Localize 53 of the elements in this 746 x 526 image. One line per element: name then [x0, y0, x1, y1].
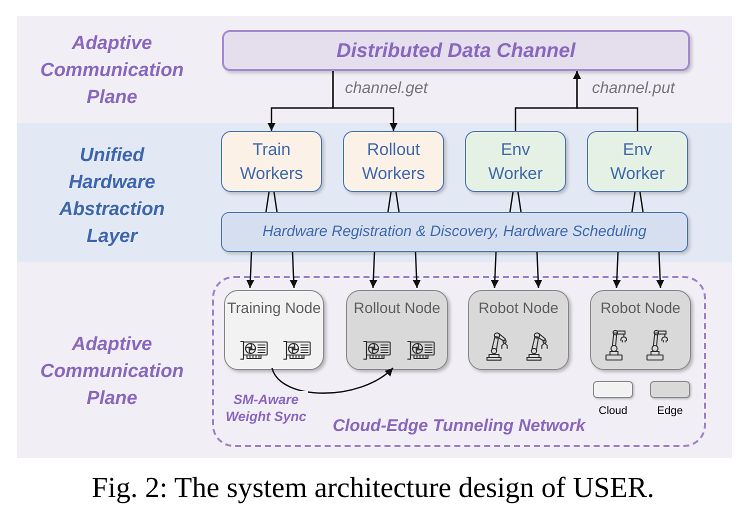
hardware-layer-bar — [221, 212, 688, 252]
worker-label: Env Worker — [488, 138, 543, 184]
arrow — [656, 252, 664, 288]
layer-label: Adaptive Communication Plane — [40, 332, 184, 410]
arrow — [369, 252, 378, 288]
connector-line — [517, 192, 522, 212]
arrow — [490, 252, 499, 288]
worker-label: Env Worker — [610, 138, 665, 184]
layer-band — [17, 262, 732, 458]
layer-label: Adaptive Communication Plane — [40, 32, 184, 110]
layer-band — [17, 123, 732, 262]
connector-line — [273, 192, 278, 212]
worker-box — [221, 131, 322, 192]
arrow — [246, 252, 254, 288]
compute-node-box — [590, 290, 691, 370]
arrow — [612, 252, 621, 288]
network-boundary — [212, 276, 706, 447]
connector-line — [639, 192, 644, 212]
channel-box — [222, 30, 690, 71]
layer-band — [17, 16, 732, 123]
arrow — [534, 252, 542, 288]
compute-node-box — [468, 290, 569, 370]
legend-label: Cloud — [598, 404, 628, 418]
node-title: Robot Node — [478, 299, 559, 319]
compute-node-box — [224, 290, 324, 370]
bar-label: Hardware Registration & Discovery, Hardware Scheduling — [262, 222, 647, 242]
arrow — [290, 252, 298, 288]
worker-box — [587, 131, 688, 192]
connector-line — [631, 192, 636, 212]
arrow — [412, 252, 421, 288]
legend-label: Edge — [657, 404, 683, 418]
network-title: Cloud-Edge Tunneling Network — [332, 415, 586, 436]
edge-label: SM-Aware Weight Sync — [224, 391, 308, 425]
compute-node-box — [346, 290, 448, 370]
connector-line — [509, 192, 514, 212]
node-title: Training Node — [227, 299, 321, 319]
edge-label: channel.get — [345, 79, 428, 99]
channel-title: Distributed Data Channel — [336, 38, 576, 62]
node-title: Rollout Node — [354, 299, 440, 319]
connector-line — [265, 192, 270, 212]
figure-caption: Fig. 2: The system architecture design of USER. — [92, 471, 654, 506]
connector-line — [395, 192, 400, 212]
worker-label: Train Workers — [240, 138, 303, 184]
layer-label: Unified Hardware Abstraction Layer — [59, 144, 165, 248]
node-title: Robot Node — [600, 299, 681, 319]
connector-line — [387, 192, 392, 212]
edge-label: channel.put — [592, 79, 675, 99]
worker-label: Rollout Workers — [362, 138, 425, 184]
worker-box — [465, 131, 566, 192]
arrow — [332, 71, 398, 131]
worker-box — [343, 131, 444, 192]
arrow — [271, 367, 394, 394]
arrow — [573, 71, 638, 131]
